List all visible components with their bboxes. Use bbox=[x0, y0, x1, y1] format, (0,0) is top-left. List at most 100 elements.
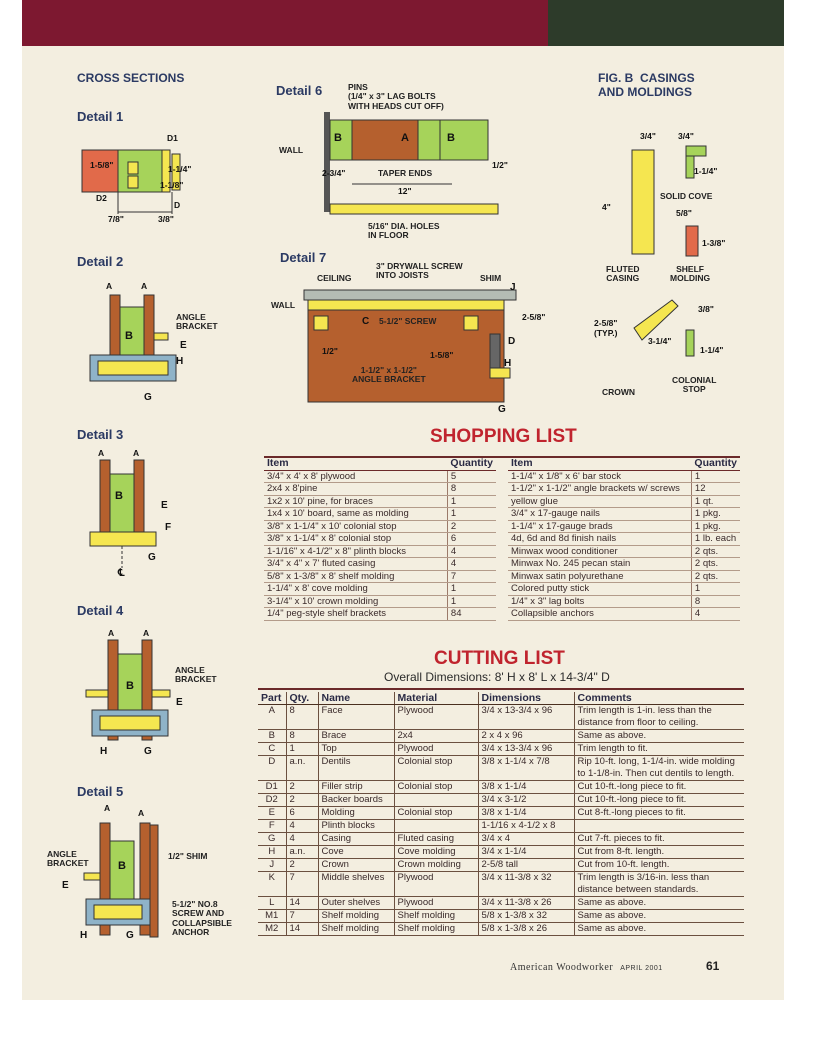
detail1-dim-d1: D1 bbox=[167, 133, 178, 143]
shopping-quantity: 2 qts. bbox=[690, 545, 740, 558]
detail7-part-c: C bbox=[362, 316, 370, 327]
shopping-header-item-2: Item bbox=[508, 457, 692, 471]
cutting-part: C bbox=[258, 742, 286, 756]
cutting-material: Colonial stop bbox=[393, 780, 478, 794]
fig-b-cove-dim-0: 3/4" bbox=[678, 131, 694, 141]
shopping-quantity: 8 bbox=[690, 595, 740, 608]
cutting-name: Crown bbox=[317, 858, 394, 872]
cutting-qty: 1 bbox=[285, 742, 318, 756]
page: CROSS SECTIONS Detail 1 D1 1-5/8" 1-1/4"… bbox=[22, 0, 784, 1000]
shopping-quantity: 2 bbox=[446, 520, 496, 533]
shopping-quantity: 5 bbox=[446, 470, 496, 483]
cutting-header-material: Material bbox=[393, 692, 478, 705]
detail1-dim-5: 3/8" bbox=[158, 214, 174, 224]
cutting-dimensions: 3/8 x 1-1/4 bbox=[477, 780, 574, 794]
shopping-item: 3-1/4" x 10' crown molding bbox=[264, 595, 448, 608]
fig-b-cove-label: SOLID COVE bbox=[660, 191, 713, 201]
shopping-quantity: 6 bbox=[446, 532, 496, 546]
detail7-dim-1: 1-5/8" bbox=[430, 350, 454, 360]
cutting-qty: 14 bbox=[285, 922, 318, 936]
shopping-quantity: 1 lb. each bbox=[690, 532, 740, 546]
shopping-item: 1/4" x 3" lag bolts bbox=[508, 595, 692, 608]
detail5-part-e: E bbox=[62, 880, 69, 891]
cutting-dimensions: 1-1/16 x 4-1/2 x 8 bbox=[477, 819, 574, 833]
detail2-part-b: B bbox=[125, 330, 133, 342]
detail7-dim-2: 2-5/8" bbox=[522, 312, 546, 322]
detail2-drawing bbox=[89, 294, 177, 382]
detail7-part-h: H bbox=[504, 358, 512, 369]
detail6-drawing bbox=[324, 112, 499, 215]
detail7-part-d: D bbox=[508, 336, 516, 347]
cutting-dimensions: 5/8 x 1-3/8 x 26 bbox=[477, 922, 574, 936]
shopping-quantity: 4 bbox=[446, 557, 496, 571]
detail3-part-a2: A bbox=[133, 448, 140, 458]
detail5-angle-bracket-note: ANGLE BRACKET bbox=[47, 849, 89, 869]
shopping-quantity: 1 bbox=[446, 595, 496, 608]
detail4-part-a1: A bbox=[108, 628, 115, 638]
cutting-part: A bbox=[258, 704, 286, 730]
cutting-comments: Rip 10-ft. long, 1-1/4-in. wide molding … bbox=[573, 755, 744, 781]
cutting-comments bbox=[573, 819, 744, 833]
fig-b-stop-dim-1: 1-1/4" bbox=[700, 345, 724, 355]
cutting-header-dimensions: Dimensions bbox=[477, 692, 574, 705]
shopping-item: Colored putty stick bbox=[508, 582, 692, 596]
cutting-dimensions: 2 x 4 x 96 bbox=[477, 729, 574, 743]
fig-b-fluted-dim-0: 3/4" bbox=[640, 131, 656, 141]
detail5-label: Detail 5 bbox=[77, 784, 124, 799]
cutting-comments: Cut 10-ft.-long piece to fit. bbox=[573, 780, 744, 794]
detail7-drywall-screw: 3" DRYWALL SCREW INTO JOISTS bbox=[376, 261, 463, 281]
cutting-material: Colonial stop bbox=[393, 806, 478, 820]
cross-sections-title: CROSS SECTIONS bbox=[77, 71, 185, 85]
shopping-item: 3/8" x 1-1/4" x 8' colonial stop bbox=[264, 532, 448, 546]
cutting-qty: 2 bbox=[285, 793, 318, 807]
cutting-comments: Same as above. bbox=[573, 922, 744, 936]
cutting-name: Backer boards bbox=[317, 793, 394, 807]
cutting-material: Plywood bbox=[393, 871, 478, 897]
detail6-part-a: A bbox=[401, 132, 409, 144]
detail5-shim-note: 1/2" SHIM bbox=[168, 851, 208, 861]
shopping-item: 2x4 x 8'pine bbox=[264, 482, 448, 496]
cutting-name: Shelf molding bbox=[317, 909, 394, 923]
footer-magazine-name: American Woodworker bbox=[510, 962, 614, 973]
cutting-material bbox=[393, 793, 478, 807]
cutting-name: Dentils bbox=[317, 755, 394, 781]
detail7-drawing bbox=[303, 289, 517, 403]
cutting-name: Casing bbox=[317, 832, 394, 846]
detail2-part-a1: A bbox=[106, 281, 113, 291]
shopping-quantity: 2 qts. bbox=[690, 570, 740, 583]
shopping-header-quantity: Quantity bbox=[447, 457, 496, 471]
fig-b-stop-label: COLONIAL STOP bbox=[672, 375, 717, 395]
cutting-name: Filler strip bbox=[317, 780, 394, 794]
cutting-dimensions: 3/4 x 3-1/2 bbox=[477, 793, 574, 807]
shopping-quantity: 2 qts. bbox=[690, 557, 740, 571]
shopping-quantity: 84 bbox=[446, 607, 496, 621]
detail2-part-h: H bbox=[176, 356, 184, 367]
cutting-comments: Trim length is 3/16-in. less than distan… bbox=[573, 871, 744, 897]
detail1-label: Detail 1 bbox=[77, 109, 124, 124]
cutting-qty: 4 bbox=[285, 832, 318, 846]
shopping-item: 1-1/4" x 8' cove molding bbox=[264, 582, 448, 596]
detail1-dim-2: 1-1/8" bbox=[160, 180, 184, 190]
cutting-name: Shelf molding bbox=[317, 922, 394, 936]
fig-b-crown-dim-0: 2-5/8" (TYP.) bbox=[594, 318, 618, 338]
detail4-part-h: H bbox=[100, 746, 108, 757]
detail3-part-a1: A bbox=[98, 448, 105, 458]
cutting-part: H bbox=[258, 845, 286, 859]
shopping-item: 5/8" x 1-3/8" x 8' shelf molding bbox=[264, 570, 448, 583]
detail4-part-b: B bbox=[126, 680, 134, 692]
shopping-item: 1-1/4" x 1/8" x 6' bar stock bbox=[508, 470, 692, 483]
